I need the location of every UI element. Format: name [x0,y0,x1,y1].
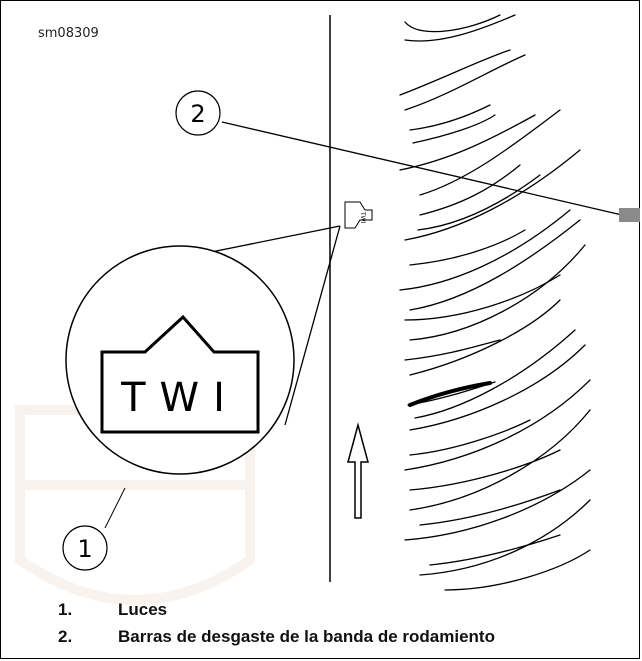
rotation-direction-arrow [347,422,369,519]
twi-marker-large [100,314,260,434]
magnified-view-circle [65,245,295,475]
legend-item-number: 2. [58,627,73,646]
legend-item-text: Luces [118,600,168,619]
highlighted-groove [408,381,492,407]
svg-text:TWI: TWI [359,211,366,224]
twi-marker-small: TWI [344,201,373,229]
tread-pattern [399,14,591,591]
callout-1-circle [62,525,108,571]
callout-1-leader [104,487,126,529]
wear-bar-indicator [619,208,640,222]
callout-2-number: 2 [190,100,205,128]
legend-item-text: Barras de desgaste de la banda de rodami… [118,627,495,646]
legend-item-number: 1. [58,600,73,619]
callout-1-number: 1 [77,535,92,563]
callout-2-leader [221,121,623,216]
watermark-logo [15,405,255,605]
twi-marker-text: TWI [120,375,239,421]
figure-id-label: sm08309 [38,26,99,41]
callout-2-circle [175,90,221,136]
